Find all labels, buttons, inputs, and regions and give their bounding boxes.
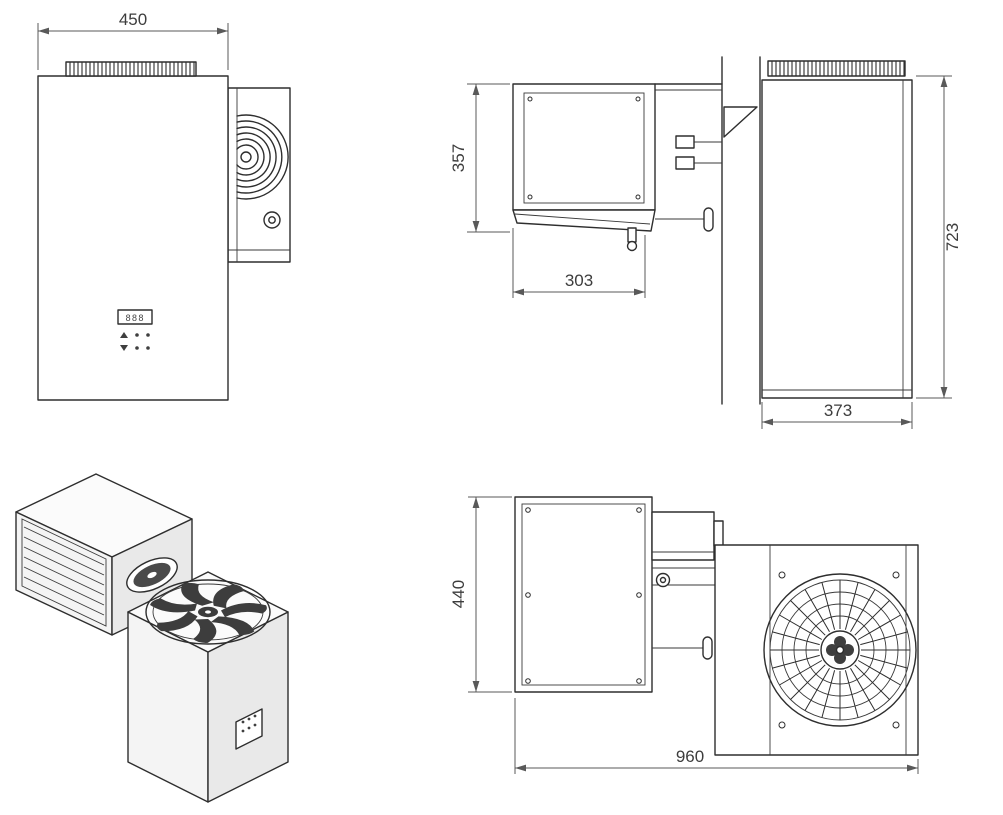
pipe-port-icon: [655, 572, 671, 588]
iso-condenser-tower: [127, 571, 289, 803]
led2-icon: [135, 346, 139, 350]
fan-guard-spokes: [770, 580, 910, 720]
iso-fan-blades-icon: [150, 582, 267, 643]
controller-display-value: 888: [125, 314, 144, 324]
alarm-led-icon: [146, 333, 150, 337]
down-button-icon: [120, 345, 128, 351]
top-grille-front-icon: [65, 61, 197, 77]
condenser-side: [761, 60, 913, 399]
dim-overall-height: 723: [916, 75, 962, 399]
set-led-icon: [135, 333, 139, 337]
side-view: 357 303 723 373: [449, 56, 962, 429]
dim-front-width: 450: [37, 10, 229, 70]
condenser-fan-front-icon: [236, 114, 289, 200]
front-side-section: [227, 87, 291, 263]
led3-icon: [146, 346, 150, 350]
controller-panel: 888: [117, 309, 153, 351]
dim-overall-length: 960: [514, 698, 919, 774]
dim-evaporator-depth: 303: [512, 228, 646, 298]
evaporator-side: [512, 83, 656, 252]
evaporator-top: [514, 496, 653, 693]
front-view: 450 888: [37, 10, 291, 401]
dim-label-condenser-depth: 373: [824, 401, 852, 420]
iso-intake-grille-icon: [21, 518, 107, 627]
controller-display: [117, 309, 153, 325]
dim-label-evaporator-height: 357: [449, 144, 468, 172]
dim-label-overall-height: 723: [943, 223, 962, 251]
pipe-fittings: [675, 135, 722, 170]
condenser-top: [714, 544, 919, 756]
wall-section: [721, 56, 761, 405]
dim-label-front-width: 450: [119, 10, 147, 29]
dim-label-overall-length: 960: [676, 747, 704, 766]
dim-condenser-depth: 373: [761, 401, 913, 429]
isometric-view: [15, 473, 289, 803]
dim-label-unit-width: 440: [449, 580, 468, 608]
top-view: 440 960: [449, 496, 919, 774]
drip-tray: [512, 209, 656, 232]
iso-controller-panel: [235, 708, 263, 750]
dim-evaporator-height: 357: [449, 83, 510, 233]
mounting-bracket-icon: [723, 106, 758, 138]
top-grille-side-icon: [767, 60, 906, 77]
fan-guard-icon: [763, 573, 917, 727]
dim-unit-width: 440: [449, 496, 512, 693]
front-body-panel: [37, 75, 229, 401]
side-port-icon: [263, 211, 281, 229]
valve-handle-top-icon: [652, 636, 713, 660]
iso-fan-ring: [145, 579, 271, 645]
valve-handle-icon: [655, 207, 714, 232]
up-button-icon: [120, 332, 128, 338]
dim-label-evaporator-depth: 303: [565, 271, 593, 290]
drain-fitting-icon: [627, 227, 637, 243]
side-port-center: [268, 216, 276, 224]
iso-evaporator-fan-icon: [126, 557, 178, 593]
wall-bracket-top: [651, 511, 724, 588]
